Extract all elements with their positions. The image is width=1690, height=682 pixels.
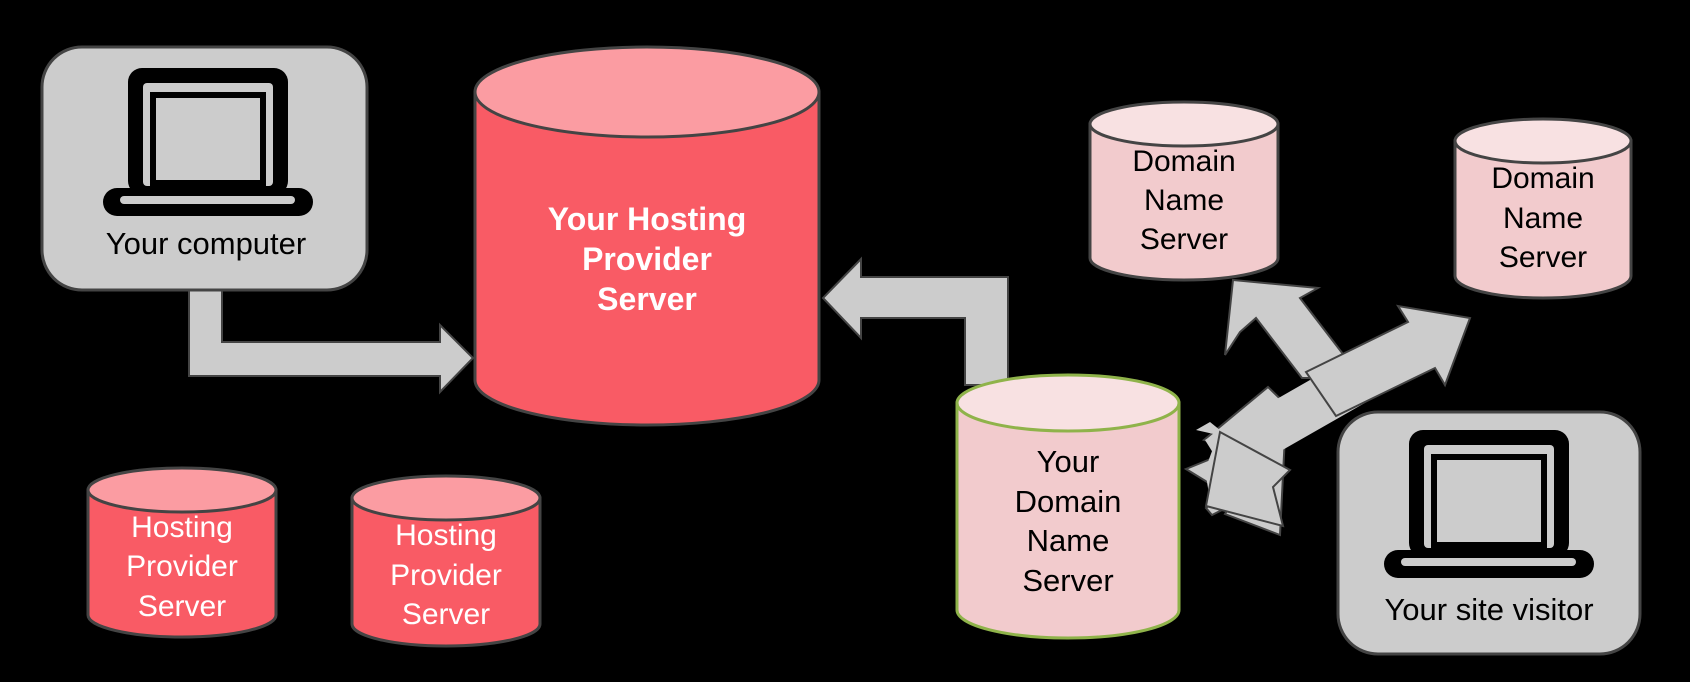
dns-side-arrowhead-tip: [1204, 430, 1292, 528]
site-visitor-label: Your site visitor: [1384, 592, 1593, 627]
dns-2-line-3: Server: [1499, 241, 1587, 274]
main-server-line-3: Server: [597, 281, 697, 317]
your-dns-line-3: Name: [1027, 523, 1110, 558]
hosting-server-1-line-2: Provider: [126, 550, 238, 583]
dns-1-line-3: Server: [1140, 223, 1228, 256]
laptop-icon: [1384, 430, 1594, 578]
main-hosting-server: Your Hosting Provider Server: [473, 45, 821, 427]
your-dns-line-1: Your: [1037, 444, 1100, 479]
hosting-server-1-line-3: Server: [138, 590, 226, 623]
your-computer-label: Your computer: [106, 226, 306, 261]
main-server-line-2: Provider: [582, 241, 712, 277]
hosting-server-2-line-1: Hosting: [395, 519, 497, 552]
main-server-line-1: Your Hosting: [548, 201, 747, 237]
your-dns-line-2: Domain: [1015, 484, 1122, 519]
dns-2-line-1: Domain: [1491, 162, 1594, 195]
site-visitor-panel: Your site visitor: [1336, 410, 1642, 656]
to-dns2-arrow: [1304, 304, 1472, 418]
laptop-icon: [103, 68, 313, 216]
dns-to-server-arrow: [821, 256, 1009, 386]
hosting-server-2: Hosting Provider Server: [350, 474, 542, 648]
hosting-server-1-line-1: Hosting: [131, 511, 233, 544]
to-dns1-arrow: [1224, 278, 1347, 379]
dns-2-line-2: Name: [1503, 202, 1583, 235]
domain-name-server-2: Domain Name Server: [1453, 117, 1633, 300]
domain-name-server-1: Domain Name Server: [1088, 100, 1280, 282]
your-dns-line-4: Server: [1022, 563, 1113, 598]
dns-1-line-1: Domain: [1132, 145, 1235, 178]
hosting-server-2-line-2: Provider: [390, 559, 502, 592]
your-domain-name-server: Your Domain Name Server: [955, 373, 1181, 640]
hosting-server-1: Hosting Provider Server: [86, 466, 278, 639]
computer-to-server-arrow: [188, 289, 475, 395]
dns-1-line-2: Name: [1144, 184, 1224, 217]
your-computer-panel: Your computer: [40, 45, 369, 292]
hosting-server-2-line-3: Server: [402, 598, 490, 631]
